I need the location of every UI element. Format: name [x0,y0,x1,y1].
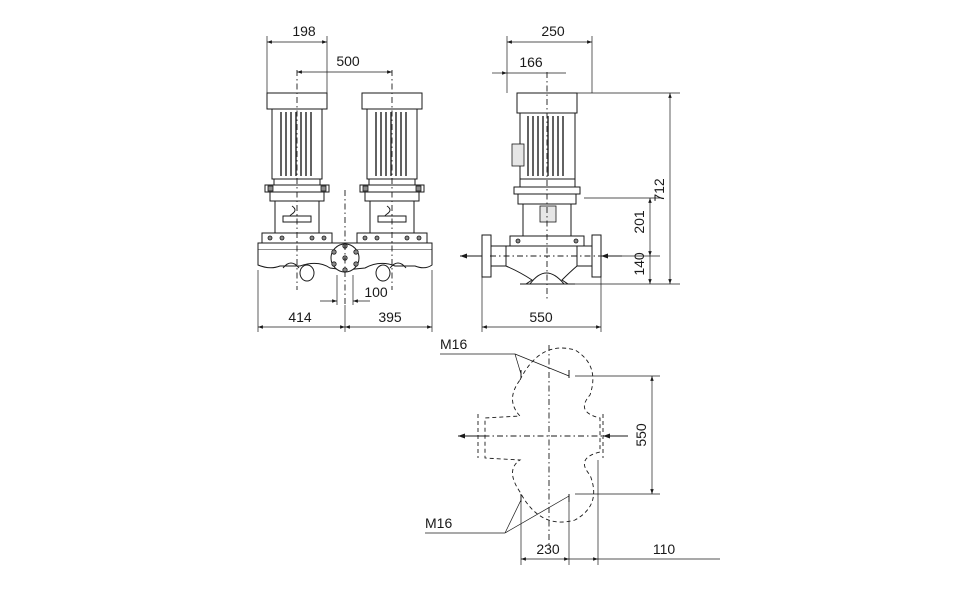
dim-text-500: 500 [336,53,360,69]
dim-text-395: 395 [378,309,402,325]
dim-text-110: 110 [653,541,676,557]
dim-text-201: 201 [631,210,647,234]
top-view: M16 M16 550 230 110 [425,336,720,565]
side-view: 250 166 712 201 140 550 [460,23,680,332]
front-view: 198 500 100 414 395 [257,23,433,332]
dim-text-414: 414 [288,309,312,325]
dim-text-712: 712 [651,178,667,202]
dim-text-100: 100 [364,284,388,300]
dim-text-250: 250 [541,23,565,39]
dim-text-140: 140 [631,252,647,276]
dim-text-230: 230 [536,541,560,557]
dim-text-166: 166 [519,54,543,70]
label-m16-bottom: M16 [425,515,452,531]
dim-text-550-top: 550 [633,423,649,447]
dim-text-550-side: 550 [529,309,553,325]
dim-text-198: 198 [292,23,316,39]
label-m16-top: M16 [440,336,467,352]
